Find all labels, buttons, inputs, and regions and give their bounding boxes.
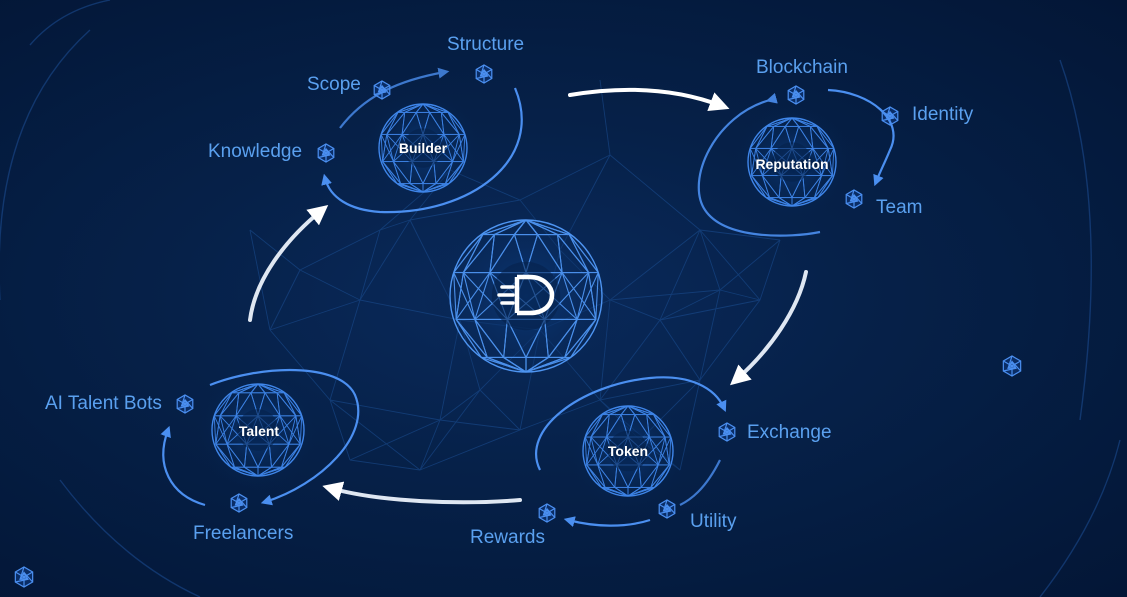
node-label-ai-talent-bots: AI Talent Bots bbox=[45, 393, 162, 414]
rewards-node-icon bbox=[538, 503, 556, 523]
hub-sphere-reputation bbox=[732, 102, 852, 222]
hub-label-reputation: Reputation bbox=[755, 156, 829, 172]
hub-label-builder: Builder bbox=[398, 140, 448, 156]
hub-sphere-talent bbox=[195, 367, 321, 493]
flow-arrows bbox=[248, 87, 808, 505]
hub-label-token: Token bbox=[607, 443, 649, 459]
node-label-knowledge: Knowledge bbox=[208, 141, 303, 162]
node-label-team: Team bbox=[876, 197, 923, 218]
dash-d-logo-icon bbox=[497, 274, 555, 316]
freelancers-node-icon bbox=[230, 493, 248, 513]
decorative-node-icon-bottom-left bbox=[14, 566, 34, 588]
talent-orbit-arc bbox=[209, 369, 360, 506]
decorative-node-icon-right bbox=[1002, 355, 1022, 377]
knowledge-node-icon bbox=[317, 143, 335, 163]
node-label-exchange: Exchange bbox=[747, 422, 832, 443]
flow-arrow-token-to-talent bbox=[322, 481, 522, 505]
node-label-scope: Scope bbox=[307, 74, 361, 95]
token-orbit-lower bbox=[563, 516, 651, 527]
talent-orbit-left bbox=[160, 425, 206, 507]
hub-spheres bbox=[195, 88, 852, 512]
exchange-node-icon bbox=[718, 422, 736, 442]
node-label-structure: Structure bbox=[447, 34, 525, 55]
node-label-blockchain: Blockchain bbox=[756, 57, 848, 78]
token-orbit-bottom bbox=[679, 459, 721, 506]
ai-talent-bots-node-icon bbox=[176, 394, 194, 414]
hub-label-talent: Talent bbox=[238, 423, 280, 439]
hub-sphere-builder bbox=[363, 88, 483, 208]
blockchain-node-icon bbox=[787, 85, 805, 105]
builder-orbit-arc-top bbox=[339, 67, 450, 129]
reputation-orbit-arc bbox=[697, 92, 821, 237]
flow-arrow-talent-to-builder bbox=[248, 204, 329, 322]
token-orbit-arc bbox=[535, 376, 727, 471]
node-label-utility: Utility bbox=[690, 511, 737, 532]
orbit-arcs bbox=[160, 67, 895, 527]
structure-node-icon bbox=[475, 64, 493, 84]
reputation-orbit-right bbox=[827, 88, 895, 187]
node-label-identity: Identity bbox=[912, 104, 974, 125]
team-node-icon bbox=[845, 189, 863, 209]
node-label-rewards: Rewards bbox=[470, 527, 545, 548]
hub-sphere-token bbox=[567, 390, 689, 512]
flow-arrow-reputation-to-token bbox=[730, 270, 808, 386]
flow-arrow-builder-to-reputation bbox=[568, 87, 730, 112]
central-sphere bbox=[423, 193, 629, 399]
node-label-freelancers: Freelancers bbox=[193, 523, 294, 544]
utility-node-icon bbox=[658, 499, 676, 519]
builder-orbit-arc bbox=[321, 87, 523, 214]
